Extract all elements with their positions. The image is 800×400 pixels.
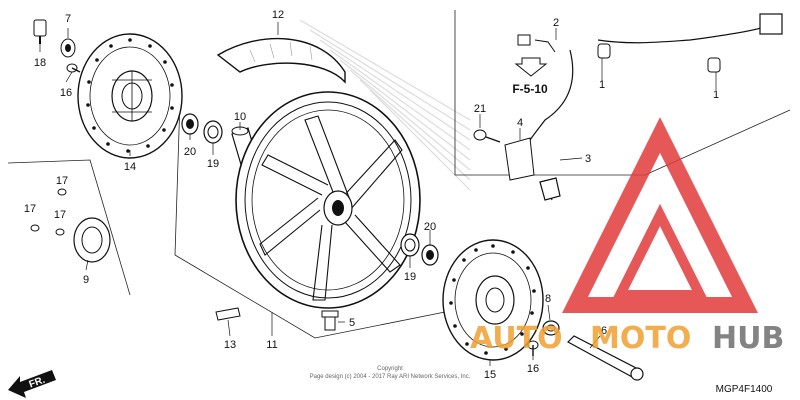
bolt-21 xyxy=(473,129,501,143)
screws-17 xyxy=(30,188,67,236)
clamp-1-left xyxy=(597,43,611,59)
callout-20-left: 20 xyxy=(184,146,196,158)
front-brake-disc-left xyxy=(77,33,183,159)
callout-5: 5 xyxy=(349,317,355,329)
callout-17-middle: 17 xyxy=(54,209,66,221)
callout-14: 14 xyxy=(124,161,136,173)
callout-1-right: 1 xyxy=(713,89,719,101)
callout-15: 15 xyxy=(484,369,496,381)
bracket-4 xyxy=(504,137,535,181)
automotohub-watermark: AUTO MOTO HUB xyxy=(470,117,784,356)
bolt-16-right xyxy=(527,340,539,356)
callout-11: 11 xyxy=(266,339,277,351)
copyright-line-2: Page design (c) 2004 - 2017 Ray ARI Netw… xyxy=(310,374,471,380)
reference-code: F-5-10 xyxy=(512,82,548,96)
callout-8: 8 xyxy=(545,293,551,305)
collar-7 xyxy=(60,38,76,58)
callout-1-left: 1 xyxy=(599,79,605,91)
callout-17-top: 17 xyxy=(56,175,68,187)
reference-arrow xyxy=(514,57,548,77)
watermark-text-hub: HUB xyxy=(712,321,784,356)
callout-16-right: 16 xyxy=(527,363,539,375)
callout-numbers: 7 18 16 14 12 10 20 19 20 19 5 13 11 17 … xyxy=(24,9,719,381)
callout-12: 12 xyxy=(272,9,284,21)
bolt-2 xyxy=(517,34,556,53)
watermark-triangle-inner xyxy=(611,203,709,300)
callout-7: 7 xyxy=(65,13,71,25)
collar-8 xyxy=(542,320,560,336)
callout-9: 9 xyxy=(83,274,89,286)
front-brake-disc-right xyxy=(442,239,544,361)
dust-seal-20-left xyxy=(181,113,199,135)
callout-10: 10 xyxy=(234,111,246,123)
dust-seal-20-right xyxy=(421,244,439,266)
front-direction-label: FR. xyxy=(28,375,47,391)
sensor-3 xyxy=(539,177,561,201)
callout-13: 13 xyxy=(224,339,236,351)
callout-3: 3 xyxy=(585,153,591,165)
section-frames xyxy=(7,10,791,339)
callout-21: 21 xyxy=(474,103,486,115)
callout-16-left: 16 xyxy=(60,87,72,99)
front-direction-arrow xyxy=(8,370,56,398)
pulser-ring-9 xyxy=(73,217,111,263)
bearing-19-left xyxy=(203,120,223,144)
wing-logo-background xyxy=(299,19,471,191)
callout-4: 4 xyxy=(517,117,523,129)
front-wheel xyxy=(235,91,421,309)
diagram-code: MGP4F1400 xyxy=(716,384,773,395)
callout-20-right: 20 xyxy=(424,221,436,233)
wheel-speed-sensor-harness xyxy=(523,13,783,201)
callout-2: 2 xyxy=(553,17,559,29)
callout-17-left: 17 xyxy=(24,203,36,215)
clamp-1-right xyxy=(707,57,721,73)
balance-weight-13 xyxy=(215,307,241,321)
callout-6: 6 xyxy=(601,325,607,337)
bolt-18 xyxy=(33,19,47,44)
air-valve-5 xyxy=(321,310,339,331)
bearing-19-right xyxy=(400,233,420,257)
watermark-triangle-logo xyxy=(562,117,758,313)
callout-19-left: 19 xyxy=(207,158,219,170)
leader-lines xyxy=(39,22,717,366)
watermark-text-moto: MOTO xyxy=(590,321,691,356)
callout-18: 18 xyxy=(34,57,46,69)
callout-19-right: 19 xyxy=(404,271,416,283)
watermark-triangle-outer xyxy=(562,117,758,313)
front-axle-6 xyxy=(567,335,644,381)
copyright-line-1: Copyright xyxy=(377,366,403,372)
bolt-16-left xyxy=(66,63,81,73)
front-tire xyxy=(216,38,346,84)
watermark-text-auto: AUTO xyxy=(470,321,563,356)
